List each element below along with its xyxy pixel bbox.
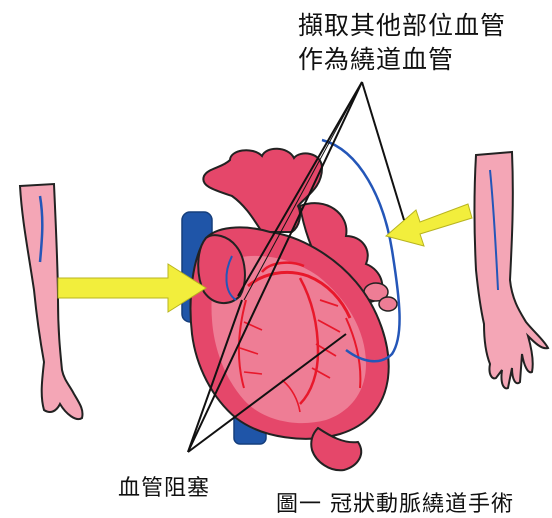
harvest-label-line2: 作為繞道血管 (298, 40, 454, 76)
heart-illustration (191, 149, 397, 471)
harvest-label-line1: 擷取其他部位血管 (298, 6, 506, 42)
blockage-label: 血管阻塞 (118, 470, 210, 502)
right-arm-illustration (475, 152, 549, 388)
figure-caption: 圖一 冠狀動脈繞道手術 (276, 486, 514, 518)
yellow-arrow-right (386, 204, 472, 246)
left-arm-illustration (20, 184, 83, 419)
